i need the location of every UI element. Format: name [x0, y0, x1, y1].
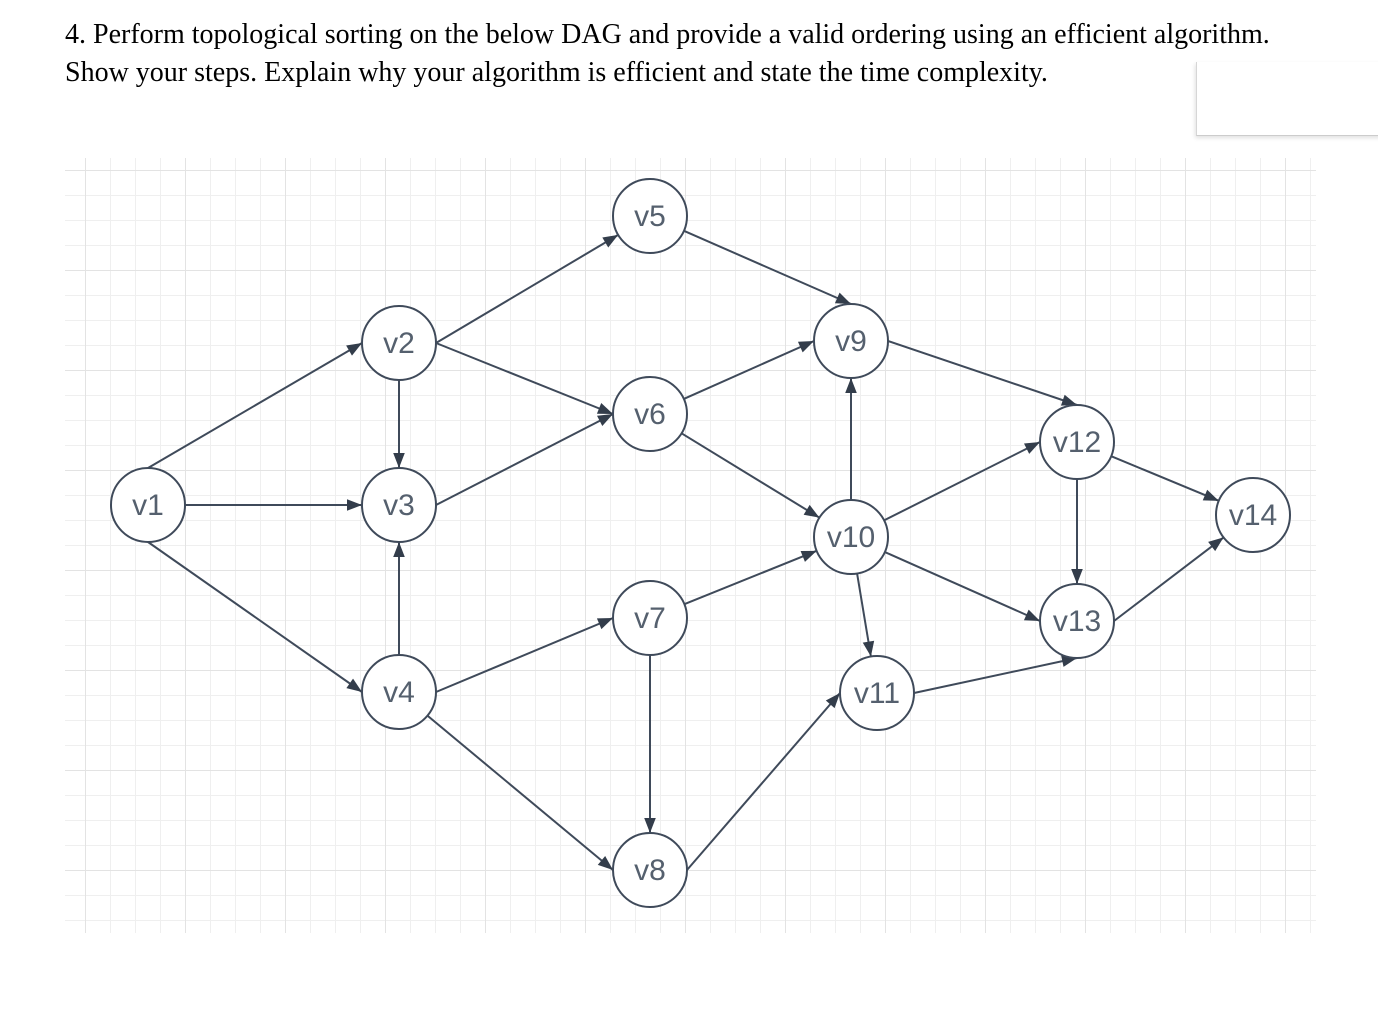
node-v3: v3	[361, 467, 437, 543]
node-v10-label: v10	[827, 521, 875, 554]
node-v6-label: v6	[634, 398, 666, 431]
node-v7-circle	[612, 580, 688, 656]
edge-v10-v13	[884, 551, 1041, 622]
edge-v10-v11	[856, 573, 875, 657]
node-v6-circle	[612, 376, 688, 452]
node-v5-label: v5	[634, 200, 666, 233]
node-v14: v14	[1215, 477, 1291, 553]
node-v9-label: v9	[835, 325, 867, 358]
edge-v6-v9	[683, 340, 815, 400]
node-v1: v1	[110, 467, 186, 543]
node-v9-circle	[813, 303, 889, 379]
edge-v12-v14	[1110, 455, 1220, 502]
node-v11: v11	[839, 655, 915, 731]
node-v2-label: v2	[383, 327, 415, 360]
node-v9: v9	[813, 303, 889, 379]
node-v10: v10	[813, 499, 889, 575]
edge-v7-v10	[683, 549, 818, 606]
node-v6: v6	[612, 376, 688, 452]
edge-v5-v9	[683, 229, 852, 305]
node-v2: v2	[361, 305, 437, 381]
edge-v11-v13	[913, 655, 1078, 694]
node-v1-label: v1	[132, 489, 164, 522]
node-v11-circle	[839, 655, 915, 731]
node-v5-circle	[612, 178, 688, 254]
edge-v3-v6	[435, 413, 614, 506]
node-v14-circle	[1215, 477, 1291, 553]
node-v5: v5	[612, 178, 688, 254]
diagram-grid-canvas	[65, 158, 1316, 933]
node-v4: v4	[361, 654, 437, 730]
node-v12: v12	[1039, 404, 1115, 480]
node-v8-circle	[612, 832, 688, 908]
edge-v6-v10	[681, 432, 820, 519]
edge-v4-v8	[426, 714, 614, 871]
node-v4-circle	[361, 654, 437, 730]
node-v3-label: v3	[383, 489, 415, 522]
node-v3-circle	[361, 467, 437, 543]
node-v7: v7	[612, 580, 688, 656]
edge-v1-v2	[147, 342, 363, 469]
node-v12-label: v12	[1053, 426, 1101, 459]
edge-v2-v6	[435, 342, 614, 415]
node-v13-circle	[1039, 583, 1115, 659]
node-v13: v13	[1039, 583, 1115, 659]
node-v8-label: v8	[634, 854, 666, 887]
edge-v13-v14	[1113, 536, 1225, 622]
node-v7-label: v7	[634, 602, 666, 635]
node-v13-label: v13	[1053, 605, 1101, 638]
edge-v2-v5	[435, 234, 619, 344]
edge-v8-v11	[686, 692, 841, 871]
node-v10-circle	[813, 499, 889, 575]
node-v1-circle	[110, 467, 186, 543]
node-v4-label: v4	[383, 676, 415, 709]
node-v8: v8	[612, 832, 688, 908]
node-v11-label: v11	[854, 677, 900, 710]
edge-v10-v12	[883, 441, 1041, 522]
question-text: 4. Perform topological sorting on the be…	[65, 19, 1270, 88]
node-v12-circle	[1039, 404, 1115, 480]
edge-v4-v7	[435, 617, 614, 693]
node-v2-circle	[361, 305, 437, 381]
node-v14-label: v14	[1229, 499, 1277, 532]
edge-v1-v4	[147, 541, 363, 693]
floating-white-panel	[1196, 62, 1378, 136]
edge-v9-v12	[887, 340, 1078, 406]
